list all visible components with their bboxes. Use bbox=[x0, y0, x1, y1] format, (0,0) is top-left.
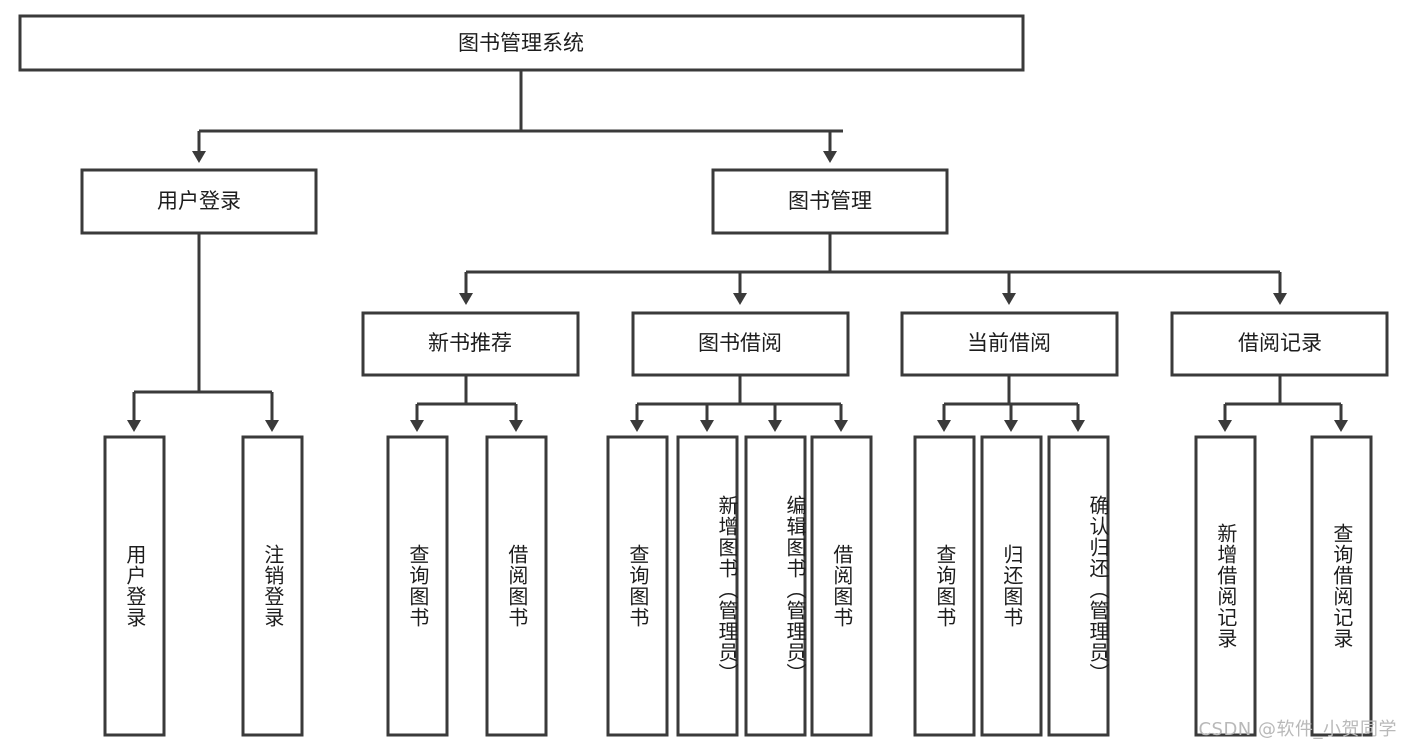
node-leaf-query-book-3[interactable] bbox=[913, 435, 976, 737]
node-user-login-label: 用户登录 bbox=[157, 189, 241, 213]
node-leaf-query-borrow-record[interactable] bbox=[1310, 435, 1373, 737]
node-leaf-logout[interactable] bbox=[241, 435, 304, 737]
watermark-text: CSDN @软件_小贺同学 bbox=[1198, 719, 1397, 740]
node-current-borrow[interactable]: 当前借阅 bbox=[900, 311, 1119, 377]
node-borrow-record-label: 借阅记录 bbox=[1238, 331, 1322, 355]
node-current-borrow-label: 当前借阅 bbox=[967, 331, 1051, 355]
connector-newbook-to-leaves bbox=[410, 375, 523, 432]
connector-current-to-leaves bbox=[937, 375, 1085, 432]
connector-borrow-to-leaves bbox=[630, 375, 848, 432]
connector-userlogin-to-leaves bbox=[127, 233, 279, 432]
node-book-borrow[interactable]: 图书借阅 bbox=[631, 311, 850, 377]
node-leaf-user-login[interactable] bbox=[103, 435, 166, 737]
node-book-borrow-label: 图书借阅 bbox=[698, 331, 782, 355]
node-leaf-return-book[interactable] bbox=[980, 435, 1043, 737]
node-root-label: 图书管理系统 bbox=[458, 31, 584, 55]
node-root[interactable]: 图书管理系统 bbox=[18, 14, 1025, 72]
node-book-management-label: 图书管理 bbox=[788, 189, 872, 213]
node-new-book-recommend-label: 新书推荐 bbox=[428, 331, 512, 355]
connector-root-to-level2 bbox=[192, 70, 843, 163]
node-leaf-confirm-return-admin[interactable] bbox=[1047, 435, 1110, 737]
node-leaf-add-book-admin[interactable] bbox=[676, 435, 739, 737]
node-new-book-recommend[interactable]: 新书推荐 bbox=[361, 311, 580, 377]
node-leaf-add-borrow-record[interactable] bbox=[1194, 435, 1257, 737]
connector-record-to-leaves bbox=[1218, 375, 1348, 432]
node-book-management[interactable]: 图书管理 bbox=[711, 168, 949, 235]
connector-bookmgmt-to-level3 bbox=[459, 233, 1287, 305]
node-leaf-edit-book-admin[interactable] bbox=[744, 435, 807, 737]
node-user-login[interactable]: 用户登录 bbox=[80, 168, 318, 235]
node-leaf-query-book-2[interactable] bbox=[606, 435, 669, 737]
node-borrow-record[interactable]: 借阅记录 bbox=[1170, 311, 1389, 377]
node-leaf-borrow-book-1[interactable] bbox=[485, 435, 548, 737]
node-leaf-query-book-1[interactable] bbox=[386, 435, 449, 737]
node-leaf-borrow-book-2[interactable] bbox=[810, 435, 873, 737]
